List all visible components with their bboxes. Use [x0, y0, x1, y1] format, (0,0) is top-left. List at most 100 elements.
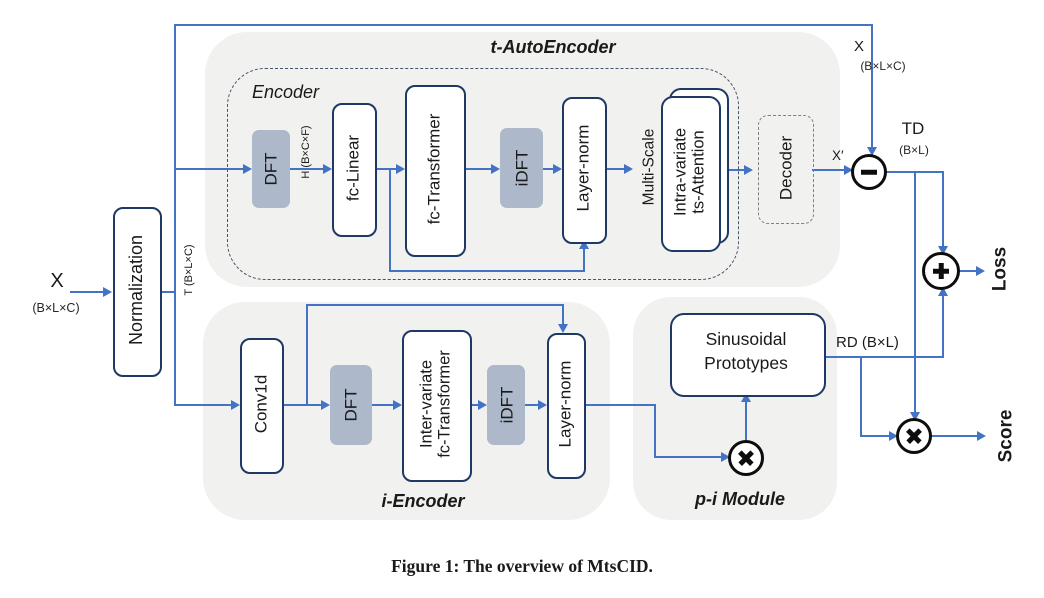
attention-label: Intra-variate ts-Attention: [671, 127, 708, 217]
decoder-box: [758, 115, 814, 224]
inter-transformer-label: Inter-variate fc-Transformer: [417, 350, 454, 458]
arrowhead-into-normalization: [103, 287, 112, 297]
skip-horizontal-line: [306, 304, 564, 306]
arrowhead-into-idft-t: [491, 164, 500, 174]
arrowhead-into-times-score-left: [889, 431, 898, 441]
dft-i-box: [330, 365, 372, 445]
arrowhead-into-conv1d: [231, 400, 240, 410]
p-i-module-title: p-i Module: [695, 489, 785, 509]
idft-to-layernorm-i-line: [525, 404, 539, 406]
td-to-score-vertical-line: [914, 171, 916, 413]
times-score-operator: [896, 418, 932, 454]
feedback-down-line: [871, 24, 873, 147]
idft-t-label: iDFT: [512, 149, 532, 187]
fclinear-to-fctransformer-line: [373, 168, 397, 170]
arrowhead-into-minus-top: [867, 147, 877, 156]
dft-t-box: [252, 130, 290, 208]
minus-operator: [851, 154, 887, 190]
conv1d-to-dft-line: [280, 404, 322, 406]
skip-up-line: [306, 304, 308, 405]
arrowhead-to-score: [977, 431, 986, 441]
encoder-title: Encoder: [252, 82, 320, 102]
pi-down-line: [654, 404, 656, 458]
arrowhead-into-layernorm-i-top: [558, 324, 568, 333]
times-pi-up-line: [745, 401, 747, 442]
conv1d-box: [240, 338, 284, 474]
branch-to-encoder-line: [174, 168, 244, 170]
idft-i-box: [487, 365, 525, 445]
idft-i-label: iDFT: [497, 386, 517, 424]
branch-to-i-encoder-line: [174, 404, 232, 406]
arrowhead-into-intertransformer: [393, 400, 402, 410]
loss-label: Loss: [989, 246, 1011, 292]
score-label: Score: [995, 409, 1017, 463]
layer-norm-t-box: [562, 97, 607, 244]
arrowhead-into-prototypes: [741, 393, 751, 402]
arrowhead-into-times-score-top: [910, 412, 920, 421]
fc-transformer-label: fc-Transformer: [424, 113, 444, 225]
layernorm-i-out-line: [582, 404, 656, 406]
arrowhead-into-fclinear: [323, 164, 332, 174]
normalization-box: [113, 207, 162, 377]
arrowhead-into-layernorm-t-bottom: [579, 240, 589, 249]
t-autoencoder-title: t-AutoEncoder: [490, 37, 616, 57]
minus-icon: [861, 169, 877, 175]
dft-to-intertransformer-line: [372, 404, 394, 406]
top-feedback-line: [174, 24, 873, 26]
fctransformer-to-idft-line: [462, 168, 492, 170]
layer-norm-i-label: Layer-norm: [555, 360, 575, 448]
idft-t-box: [500, 128, 543, 208]
input-arrow-line: [70, 291, 104, 293]
dft-to-fclinear-line: [290, 168, 324, 170]
residual-down-line: [389, 168, 391, 272]
arrowhead-into-layernorm-i: [538, 400, 547, 410]
arrowhead-to-loss: [976, 266, 985, 276]
decoder-label: Decoder: [776, 135, 796, 201]
multi-scale-label: Multi-Scale: [640, 128, 658, 206]
conv1d-label: Conv1d: [251, 374, 271, 434]
rd-label: RD (B×L): [836, 334, 899, 351]
fc-linear-box: [332, 103, 377, 237]
arrowhead-into-idft-i: [478, 400, 487, 410]
plus-out-line: [959, 270, 977, 272]
td-to-plus-vertical-line: [942, 171, 944, 247]
layer-norm-t-label: Layer-norm: [573, 124, 593, 212]
rd-branch-horizontal-line: [860, 435, 890, 437]
arrowhead-into-minus-left: [844, 165, 853, 175]
normalization-label: Normalization: [125, 234, 146, 346]
residual-horizontal-line: [389, 270, 585, 272]
times-score-out-line: [930, 435, 978, 437]
t-dims-label: T (B×L×C): [182, 244, 195, 296]
arrowhead-into-plus-bottom: [938, 287, 948, 296]
residual-up-line: [583, 248, 585, 272]
figure-caption: Figure 1: The overview of MtsCID.: [391, 556, 653, 576]
x-top-dims: (B×L×C): [860, 59, 906, 73]
encoder-dashed-boundary: [227, 68, 739, 280]
times-pi-operator: [728, 440, 764, 476]
fc-transformer-box: [405, 85, 466, 257]
sinusoidal-prototypes-label: Sinusoidal Prototypes: [704, 329, 788, 373]
td-dims: (B×L): [899, 143, 929, 157]
decoder-to-minus-line: [812, 169, 845, 171]
dft-t-label: DFT: [261, 152, 281, 186]
rd-horizontal-line: [822, 356, 944, 358]
arrowhead-into-times-pi: [721, 452, 730, 462]
inter-transformer-box: [402, 330, 472, 482]
input-x-label: X: [50, 270, 64, 292]
x-top-label: X: [853, 38, 864, 55]
fc-linear-label: fc-Linear: [343, 134, 363, 202]
td-label: TD: [901, 119, 925, 138]
attention-box: [661, 96, 721, 252]
i-encoder-title: i-Encoder: [381, 491, 465, 511]
arrowhead-into-plus-top: [938, 246, 948, 255]
arrowhead-into-layernorm-t: [553, 164, 562, 174]
attention-to-decoder-line: [717, 169, 745, 171]
dft-i-label: DFT: [341, 388, 361, 422]
plus-operator: [922, 252, 960, 290]
pi-horizontal-line: [654, 456, 722, 458]
rd-to-plus-vertical-line: [942, 295, 944, 358]
x-prime-label: X′: [832, 148, 844, 163]
idft-to-layernorm-line: [543, 168, 554, 170]
rd-branch-down-line: [860, 356, 862, 437]
